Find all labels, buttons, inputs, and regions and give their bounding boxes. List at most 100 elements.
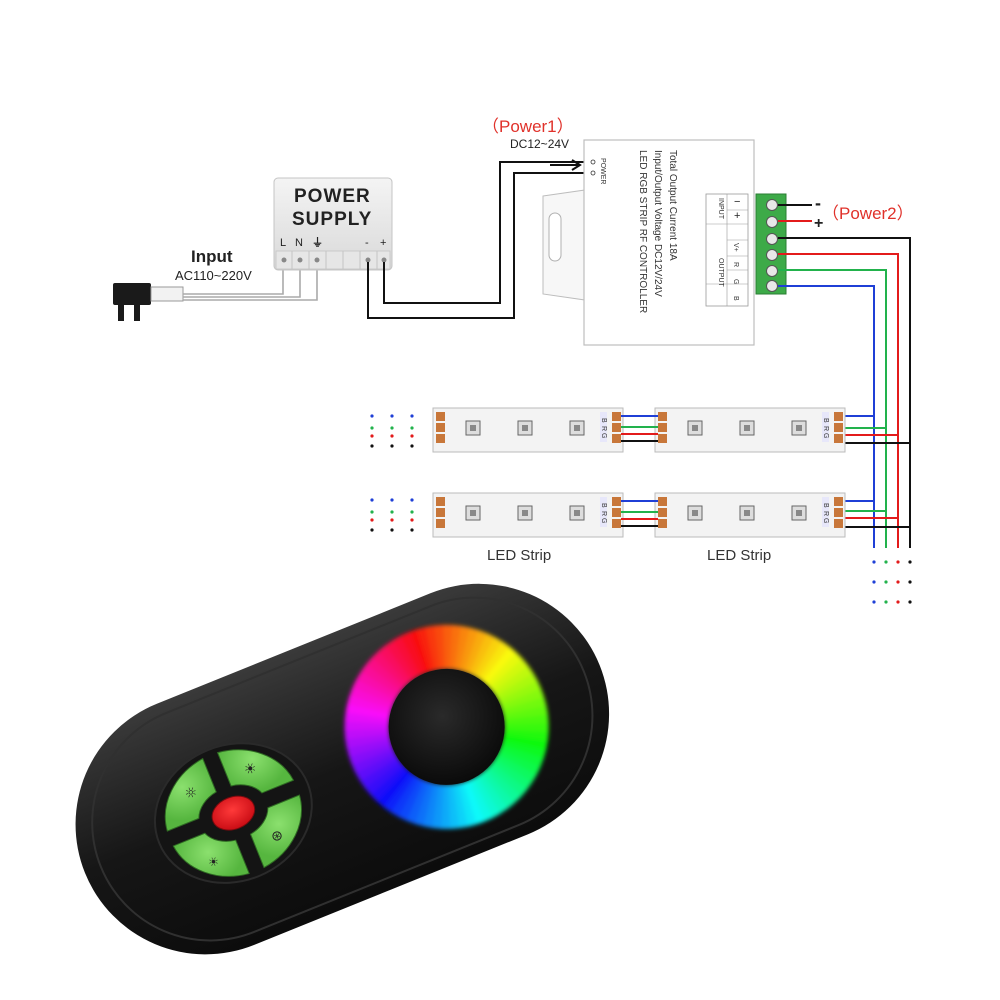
light-bulb-button[interactable]: ☼ [147, 757, 223, 832]
led-strip-top-right [654, 407, 846, 453]
pad-label-b-3: B [600, 503, 607, 508]
color-wheel-segment [344, 728, 390, 740]
color-wheel-segment [498, 680, 542, 706]
controller-input-plus: + [734, 210, 740, 222]
controller-terminal-block [755, 193, 787, 295]
pad-label-r-1: R [600, 426, 607, 431]
color-wheel-segment [473, 636, 504, 679]
color-wheel-segment [484, 766, 522, 804]
pad-label-g-1: G [600, 433, 607, 438]
color-wheel-segment [364, 761, 404, 796]
color-wheel-segment [347, 694, 392, 714]
terminal-label-plus: + [380, 237, 386, 249]
color-wheel-segment [378, 644, 413, 684]
color-wheel-segment [397, 777, 424, 821]
color-wheel-segment [454, 625, 471, 671]
color-wheel-segment [502, 734, 548, 752]
controller-output-r: R [732, 262, 739, 267]
color-mode-button[interactable]: ⊛ [244, 794, 320, 869]
color-wheel-segment [488, 762, 528, 798]
color-wheel-segment [349, 685, 394, 709]
input-voltage: AC110~220V [175, 268, 252, 283]
led-strip-bottom-left [432, 492, 624, 538]
color-wheel-segment [400, 631, 426, 676]
color-wheel-segment [504, 714, 549, 726]
controller-output-header: OUTPUT [717, 258, 724, 288]
color-wheel-segment [489, 658, 529, 693]
color-wheel-segment [499, 744, 544, 768]
color-wheel-segment [464, 629, 488, 674]
color-wheel-segment [355, 752, 398, 781]
input-label: Input [191, 247, 233, 266]
color-wheel-segment [447, 784, 460, 829]
color-wheel-segment [389, 775, 420, 817]
color-wheel-segment [469, 633, 496, 677]
continuation-dots-left [370, 414, 414, 532]
power2-plus: + [814, 215, 823, 232]
pad-label-g-4: G [822, 518, 829, 523]
led-strip-label-left: LED Strip [487, 547, 551, 564]
color-wheel-segment [369, 765, 408, 802]
controller-output-vplus: V+ [732, 243, 739, 252]
wire-supply-plus [383, 161, 585, 304]
power-supply-title-1: POWER [294, 186, 371, 207]
color-wheel-segment [348, 743, 393, 766]
color-wheel-segment [385, 639, 417, 681]
brightness-down-icon: ☀ [206, 854, 221, 871]
pad-label-b-1: B [600, 418, 607, 423]
color-wheel-segment [361, 663, 402, 696]
color-wheel-segment [422, 783, 439, 828]
color-wheel-segment [351, 747, 395, 774]
led-strip-label-right: LED Strip [707, 547, 771, 564]
led-strip-bottom-right [654, 492, 846, 538]
brightness-up-button[interactable]: ☀ [216, 730, 295, 803]
power1-label: （Power1） [482, 117, 574, 136]
color-wheel-segment [366, 656, 405, 692]
pad-label-r-3: R [600, 511, 607, 516]
color-wheel-segment [449, 625, 463, 670]
color-mode-icon: ⊛ [269, 827, 286, 846]
color-wheel-segment [345, 702, 391, 719]
color-wheel-segment [486, 652, 524, 689]
color-wheel-segment [344, 711, 390, 724]
pad-label-r-4: R [822, 511, 829, 516]
controller-power-port: POWER [599, 158, 606, 184]
color-wheel-segment [462, 780, 485, 825]
button-cluster: ☼ ☀ ☀ ⊛ [147, 730, 320, 896]
wire-output-red [778, 253, 899, 548]
color-wheel-segment [431, 784, 444, 829]
color-wheel-segment [502, 697, 547, 716]
controller-text: LED RGB STRIP RF CONTROLLER Input/Output… [637, 150, 678, 313]
power-center-button[interactable] [207, 790, 260, 836]
controller-text-line1: LED RGB STRIP RF CONTROLLER [637, 150, 648, 313]
controller-output-b: B [732, 296, 739, 301]
color-wheel-segment [495, 672, 539, 702]
power2-label: （Power2） [822, 204, 914, 223]
wire-supply-minus [367, 172, 585, 319]
brightness-down-button[interactable]: ☀ [172, 823, 250, 896]
color-wheel-segment [476, 773, 509, 815]
color-wheel-segment [434, 624, 446, 670]
mains-plug [113, 262, 318, 321]
continuation-dots-right [872, 560, 912, 604]
rf-remote: ☼ ☀ ☀ ⊛ [75, 583, 610, 955]
strip-interconnects [621, 415, 658, 527]
wire-output-green [778, 269, 887, 548]
terminal-label-l: L [280, 237, 286, 249]
color-wheel-segment [482, 646, 518, 686]
wire-output-blue [778, 285, 875, 548]
light-bulb-icon: ☼ [182, 784, 200, 804]
color-wheel-segment [346, 738, 392, 757]
color-wheel-segment [405, 780, 429, 824]
color-wheel-segment [478, 641, 511, 682]
color-wheel-segment [457, 782, 477, 827]
color-wheel-segment [492, 665, 534, 697]
terminal-label-ground: ⏚ [312, 236, 323, 249]
color-wheel-segment [501, 739, 547, 760]
pad-label-b-2: B [822, 418, 829, 423]
controller-output-g: G [732, 279, 739, 284]
color-wheel[interactable] [314, 594, 580, 860]
color-wheel-segment [459, 627, 480, 672]
color-wheel-segment [408, 628, 431, 674]
